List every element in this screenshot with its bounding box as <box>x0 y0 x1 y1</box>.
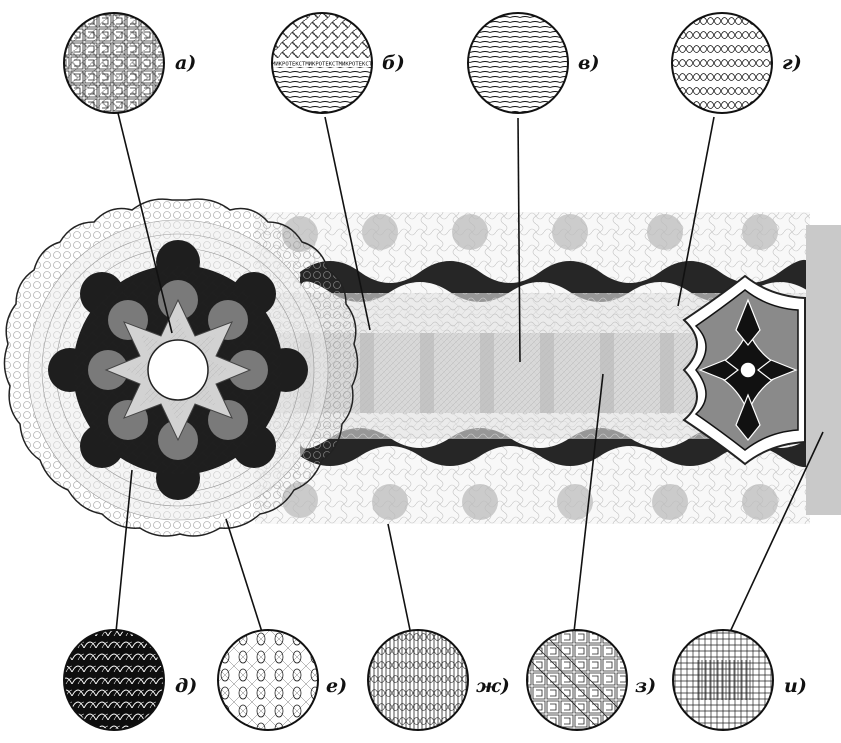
detail-circle-i <box>669 626 779 736</box>
detail-circle-e <box>214 626 324 736</box>
label-i: и) <box>784 677 807 696</box>
label-g: г) <box>782 54 802 73</box>
rosette-center <box>148 340 208 400</box>
detail-circle-b: МИКРОТЕКСТМИКРОТЕКСТМИКРОТЕКСТ <box>268 10 378 126</box>
microtext-line: МИКРОТЕКСТМИКРОТЕКСТМИКРОТЕКСТ <box>272 62 372 68</box>
label-e: е) <box>326 677 347 696</box>
side-strip <box>806 225 841 515</box>
label-zh: ж) <box>476 677 510 696</box>
label-v: в) <box>578 54 599 73</box>
detail-circle-g <box>668 10 778 120</box>
detail-circle-zh <box>364 626 474 736</box>
detail-circle-d <box>60 626 170 736</box>
detail-circle-a <box>60 10 170 120</box>
detail-circle-z <box>523 626 633 736</box>
label-a: а) <box>175 54 196 73</box>
label-b: б) <box>382 54 405 73</box>
label-z: з) <box>635 677 656 696</box>
label-d: д) <box>175 677 197 696</box>
detail-circle-v <box>464 10 574 120</box>
